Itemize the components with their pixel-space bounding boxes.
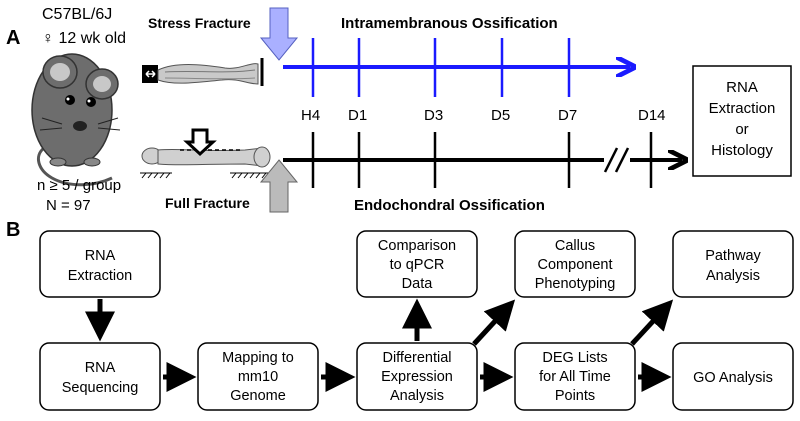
timepoint-labels: H4 D1 D3 D5 D7 D14: [301, 107, 666, 124]
timeline-axis-break: [603, 147, 630, 173]
qpcr-line-2: to qPCR: [390, 257, 445, 273]
box-callus-phenotyping: [514, 230, 636, 298]
outcome-line-3: or: [735, 121, 748, 138]
deg-line-3: Points: [555, 388, 595, 404]
endochondral-label: Endochondral Ossification: [354, 197, 545, 214]
box-deg-lists: [514, 342, 636, 411]
panel-b-letter: B: [6, 219, 20, 241]
box-rna-sequencing: [39, 342, 161, 411]
mouse-strain: C57BL/6J: [42, 6, 112, 23]
mouse-illustration: [31, 53, 121, 187]
box-mapping: [197, 342, 319, 411]
deg-line-2: for All Time: [539, 369, 611, 385]
callus-line-2: Component: [538, 257, 613, 273]
mapping-line-1: Mapping to: [222, 350, 294, 366]
rna-sequencing-line-2: Sequencing: [62, 380, 139, 396]
endochondral-ticks: [311, 132, 653, 188]
panel-a-letter: A: [6, 27, 20, 49]
stress-fracture-label: Stress Fracture: [148, 15, 251, 31]
pathway-line-1: Pathway: [705, 248, 761, 264]
outcome-box: [692, 65, 792, 177]
pathway-line-2: Analysis: [706, 268, 760, 284]
timepoint-d1: D1: [348, 107, 367, 124]
mapping-line-3: Genome: [230, 388, 286, 404]
box-qpcr-comparison: [356, 230, 478, 298]
rna-sequencing-line-1: RNA: [85, 360, 116, 376]
stress-fracture-down-arrow-icon: [259, 7, 299, 61]
mouse-n-group: n ≥ 5 / group: [37, 177, 121, 194]
timepoint-d7: D7: [558, 107, 577, 124]
panel-a: A C57BL/6J ♀ 12 wk old n ≥ 5 / group N =…: [6, 6, 792, 214]
mouse-n-total: N = 97: [46, 197, 91, 214]
outcome-box-text: RNA Extraction or Histology: [709, 79, 776, 159]
rna-extraction-line-2: Extraction: [68, 268, 132, 284]
panel-b: B RNA Extraction RNA Sequencing Mapping …: [6, 219, 794, 411]
callus-line-3: Phenotyping: [535, 276, 616, 292]
callus-line-1: Callus: [555, 238, 595, 254]
rna-extraction-line-1: RNA: [85, 248, 116, 264]
mouse-sex-age: ♀ 12 wk old: [42, 30, 126, 47]
timepoint-d5: D5: [491, 107, 510, 124]
stress-fracture-bone-illustration: [142, 58, 264, 86]
box-go-analysis: [672, 342, 794, 411]
impactor-down-arrow-icon: [183, 128, 217, 157]
timepoint-d3: D3: [424, 107, 443, 124]
timepoint-d14: D14: [638, 107, 666, 124]
deg-line-1: DEG Lists: [542, 350, 607, 366]
go-line-1: GO Analysis: [693, 370, 773, 386]
diff-expr-line-2: Expression: [381, 369, 453, 385]
intramembranous-label: Intramembranous Ossification: [341, 15, 558, 32]
qpcr-line-3: Data: [402, 276, 434, 292]
full-fracture-up-arrow-icon: [259, 159, 299, 213]
intramembranous-ticks: [311, 38, 571, 97]
qpcr-line-1: Comparison: [378, 238, 456, 254]
box-differential-expression: [356, 342, 478, 411]
full-fracture-bone-illustration: [140, 146, 272, 179]
outcome-line-2: Extraction: [709, 100, 776, 117]
timepoint-h4: H4: [301, 107, 320, 124]
mapping-line-2: mm10: [238, 369, 278, 385]
outcome-line-1: RNA: [726, 79, 758, 96]
outcome-line-4: Histology: [711, 142, 773, 159]
diff-expr-line-3: Analysis: [390, 388, 444, 404]
full-fracture-label: Full Fracture: [165, 195, 250, 211]
diff-expr-line-1: Differential: [382, 350, 451, 366]
box-rna-extraction: [39, 230, 161, 298]
arrow-deg-to-pathway: [630, 299, 674, 346]
arrow-diffexpr-to-callus: [472, 299, 516, 346]
box-pathway-analysis: [672, 230, 794, 298]
